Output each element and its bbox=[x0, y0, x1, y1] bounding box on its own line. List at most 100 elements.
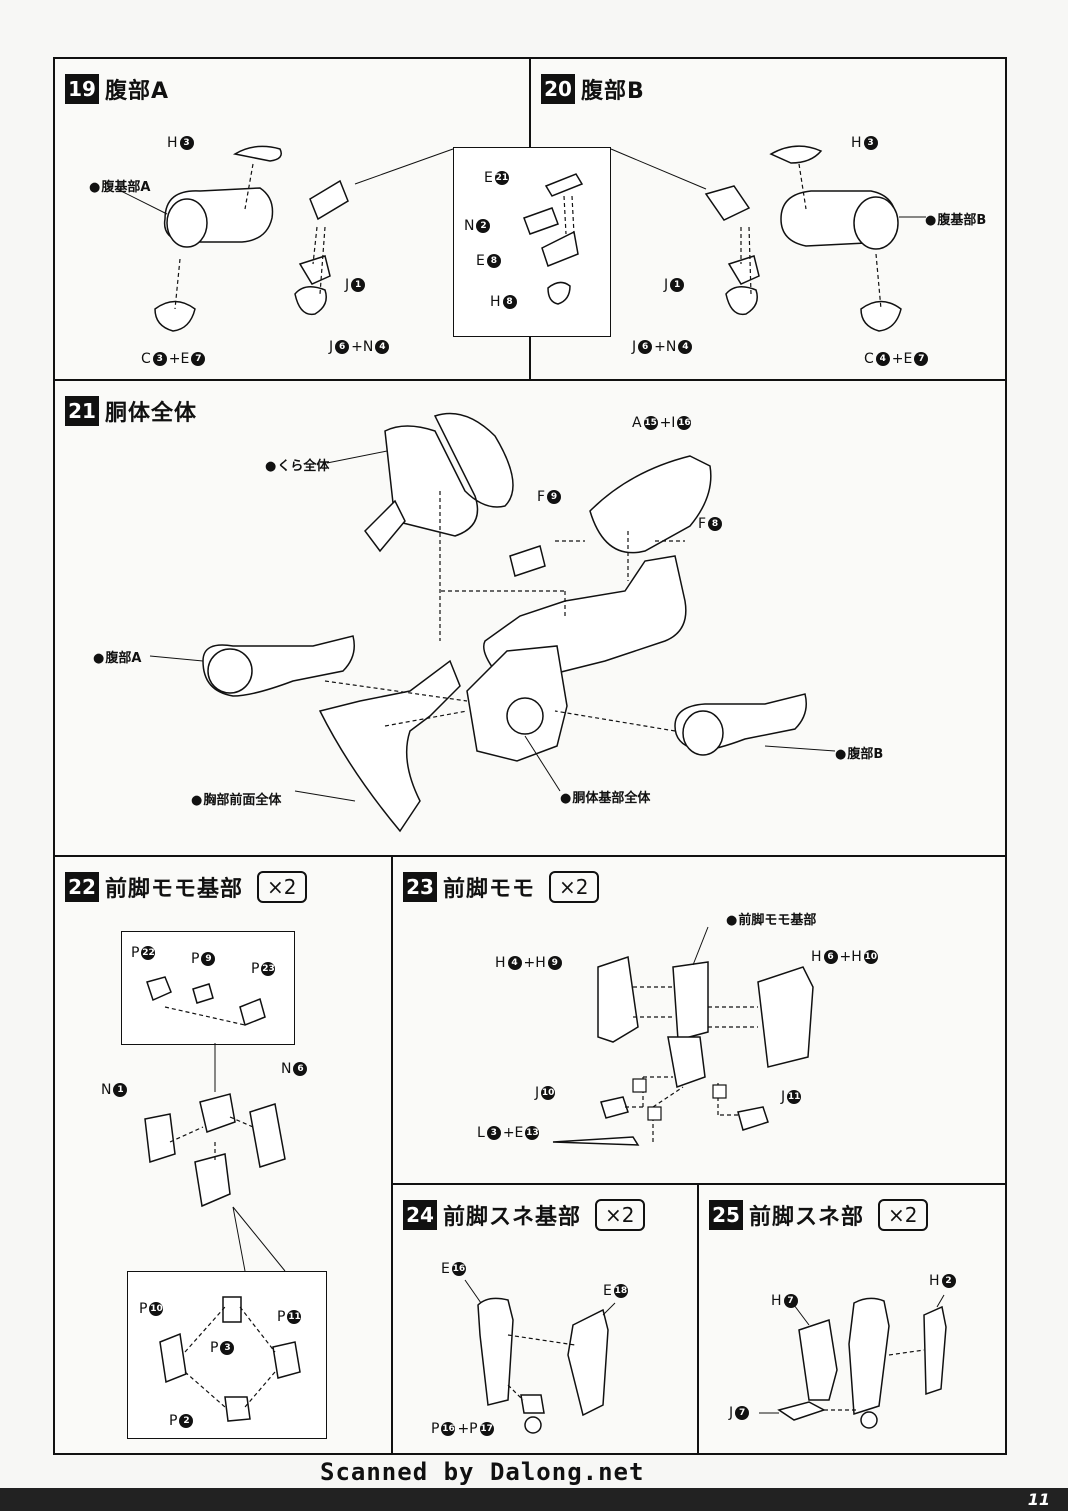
step-title: 前脚モモ bbox=[443, 877, 536, 902]
label-letter: E bbox=[476, 253, 485, 269]
callout-kyobu-zenmen-zentai: 胸部前面全体 bbox=[191, 789, 281, 808]
quantity-badge: ×2 bbox=[257, 871, 307, 903]
step-20-header: 20 腹部B bbox=[541, 73, 645, 105]
label-number: 3 bbox=[486, 1126, 501, 1140]
label-number: 9 bbox=[201, 952, 216, 966]
label-letter: J bbox=[729, 1405, 734, 1421]
label-number: 2 bbox=[476, 219, 491, 233]
quantity-badge: ×2 bbox=[549, 871, 599, 903]
label-number: 9 bbox=[547, 956, 562, 970]
step-19-panel: 19 腹部A H3 腹基部A J1 J6+N4 C3+E7 bbox=[53, 57, 531, 381]
label-number: 16 bbox=[677, 416, 692, 430]
label-letter: +I bbox=[659, 415, 676, 431]
label-number: 15 bbox=[643, 416, 658, 430]
step-22-illustration bbox=[144, 976, 301, 1422]
label-letter: +N bbox=[654, 339, 677, 355]
label-number: 2 bbox=[179, 1414, 194, 1428]
label-letter: E bbox=[441, 1261, 450, 1277]
label-letter: J bbox=[781, 1089, 786, 1105]
label-letter: J bbox=[329, 339, 334, 355]
step-number: 24 bbox=[403, 1200, 437, 1230]
step-19-illustration bbox=[116, 145, 454, 332]
label-number: 13 bbox=[525, 1126, 540, 1140]
label-number: 8 bbox=[486, 254, 501, 268]
label-number: 10 bbox=[149, 1302, 164, 1316]
step-25-illustration bbox=[759, 1294, 947, 1429]
label-number: 6 bbox=[335, 340, 350, 354]
label-number: 4 bbox=[507, 956, 522, 970]
label-number: 16 bbox=[441, 1422, 456, 1436]
step-22-header: 22 前脚モモ基部 ×2 bbox=[65, 871, 307, 903]
label-number: 7 bbox=[735, 1406, 750, 1420]
label-letter: +P bbox=[457, 1421, 478, 1437]
label-number: 6 bbox=[638, 340, 653, 354]
label-letter: C bbox=[141, 351, 151, 367]
label-number: 8 bbox=[708, 517, 723, 531]
label-letter: +E bbox=[168, 351, 190, 367]
callout-fukukibu-b: 腹基部B bbox=[925, 209, 986, 228]
label-number: 22 bbox=[141, 946, 156, 960]
label-letter: H bbox=[495, 955, 506, 971]
step-title: 胴体全体 bbox=[105, 401, 198, 426]
label-number: 2 bbox=[941, 1274, 956, 1288]
label-number: 7 bbox=[783, 1294, 798, 1308]
label-number: 21 bbox=[494, 171, 509, 185]
label-letter: P bbox=[191, 951, 200, 967]
page-number: 11 bbox=[1027, 1490, 1050, 1509]
label-number: 3 bbox=[863, 136, 878, 150]
step-23-illustration bbox=[552, 926, 814, 1146]
step-title: 腹部A bbox=[105, 79, 170, 104]
step-title: 前脚モモ基部 bbox=[105, 877, 244, 902]
callout-fukubu-b: 腹部B bbox=[835, 743, 883, 762]
footer-bar bbox=[0, 1488, 1068, 1511]
label-letter: P bbox=[251, 961, 260, 977]
label-number: 3 bbox=[179, 136, 194, 150]
label-letter: P bbox=[277, 1309, 286, 1325]
label-letter: +N bbox=[351, 339, 374, 355]
label-letter: A bbox=[632, 415, 642, 431]
label-number: 11 bbox=[787, 1090, 802, 1104]
label-letter: E bbox=[484, 170, 493, 186]
label-number: 10 bbox=[541, 1086, 556, 1100]
callout-dotai-kibu-zentai: 胴体基部全体 bbox=[560, 787, 650, 806]
label-number: 11 bbox=[287, 1310, 302, 1324]
label-letter: J bbox=[632, 339, 637, 355]
step-20-illustration bbox=[610, 145, 926, 332]
step-number: 23 bbox=[403, 872, 437, 902]
step-19-header: 19 腹部A bbox=[65, 73, 169, 105]
label-number: 6 bbox=[293, 1062, 308, 1076]
step-number: 19 bbox=[65, 74, 99, 104]
step-25-header: 25 前脚スネ部 ×2 bbox=[709, 1199, 928, 1231]
label-number: 1 bbox=[670, 278, 685, 292]
label-number: 23 bbox=[261, 962, 276, 976]
label-letter: N bbox=[281, 1061, 292, 1077]
label-letter: P bbox=[169, 1413, 178, 1429]
step-title: 腹部B bbox=[581, 79, 645, 104]
step-24-header: 24 前脚スネ基部 ×2 bbox=[403, 1199, 645, 1231]
label-number: 4 bbox=[375, 340, 390, 354]
label-letter: J bbox=[664, 277, 669, 293]
step-number: 20 bbox=[541, 74, 575, 104]
step-title: 前脚スネ基部 bbox=[443, 1205, 582, 1230]
callout-kura-zentai: くら全体 bbox=[265, 455, 329, 474]
step-24-illustration bbox=[464, 1279, 616, 1434]
